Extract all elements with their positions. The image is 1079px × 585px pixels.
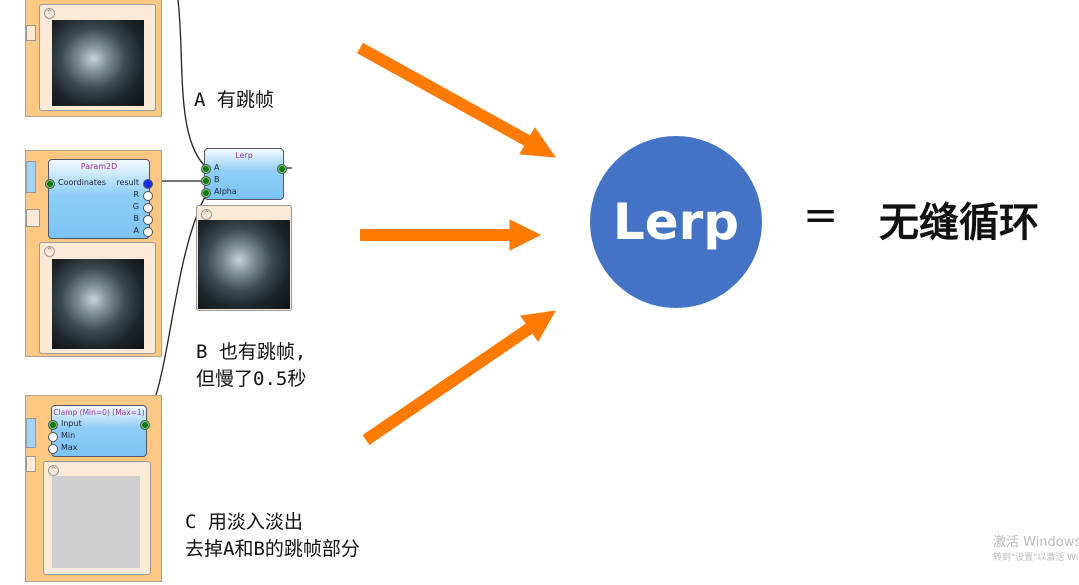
input-port[interactable] (201, 164, 211, 174)
cloud-texture-image (52, 20, 144, 106)
param2d-node[interactable]: Param2D Coordinates result R G B A (45, 159, 153, 239)
node-panel-param2d: Param2D Coordinates result R G B A ^ (25, 150, 162, 357)
input-port[interactable] (48, 444, 58, 454)
node-title: Lerp (235, 151, 253, 160)
preview-lerp: ^ (196, 205, 292, 311)
node-panel-top: ^ (25, 0, 162, 117)
node-title: Param2D (80, 162, 118, 171)
port-label: A (133, 226, 139, 235)
clamp-node[interactable]: Clamp (Min=0) (Max=1) Input Min Max (48, 405, 150, 457)
output-port[interactable] (143, 227, 153, 237)
port-label: A (214, 163, 220, 172)
port-label: Alpha (214, 187, 237, 196)
output-port[interactable] (143, 191, 153, 201)
lerp-circle: Lerp (590, 136, 762, 308)
annotation-c-line2: 去掉A和B的跳帧部分 (185, 538, 360, 560)
equals-sign: = (803, 190, 839, 239)
arrow-c-icon (362, 310, 556, 445)
input-port[interactable] (201, 188, 211, 198)
collapse-icon[interactable]: ^ (48, 465, 59, 476)
collapse-icon[interactable]: ^ (201, 209, 212, 220)
preview-param2d: ^ (39, 242, 156, 354)
port-label: Coordinates (58, 178, 107, 187)
node-title: Clamp (Min=0) (Max=1) (53, 408, 145, 417)
preview-top: ^ (39, 4, 156, 111)
port-label: B (133, 214, 140, 223)
arrow-b-icon (360, 219, 542, 251)
annotation-b-line2: 但慢了0.5秒 (196, 368, 307, 390)
port-label: G (132, 202, 139, 211)
input-port[interactable] (201, 176, 211, 186)
output-port[interactable] (143, 203, 153, 213)
gray-texture-image (52, 476, 140, 568)
output-port[interactable] (143, 215, 153, 225)
preview-clamp: ^ (43, 461, 151, 575)
input-port[interactable] (45, 179, 55, 189)
output-port[interactable] (277, 164, 287, 174)
output-port[interactable] (140, 420, 150, 430)
cloud-texture-image (52, 259, 144, 349)
port-label: Max (61, 443, 78, 452)
arrow-a-icon (357, 42, 557, 158)
input-port[interactable] (48, 420, 58, 430)
collapse-icon[interactable]: ^ (44, 246, 55, 257)
collapse-icon[interactable]: ^ (44, 8, 55, 19)
activation-watermark-title: 激活 Windows (993, 535, 1079, 550)
output-port[interactable] (143, 179, 153, 189)
annotation-a: A 有跳帧 (194, 89, 274, 111)
node-panel-clamp: Clamp (Min=0) (Max=1) Input Min Max ^ (25, 395, 162, 582)
port-label: result (116, 178, 139, 187)
lerp-node[interactable]: Lerp A B Alpha (201, 148, 287, 200)
activation-watermark-subtitle: 转到"设置"以激活 Windows (993, 553, 1079, 563)
cloud-texture-image (198, 220, 290, 309)
annotation-b-line1: B 也有跳帧, (196, 341, 307, 363)
port-label: Input (61, 419, 82, 428)
input-port[interactable] (48, 432, 58, 442)
port-label: B (214, 175, 220, 184)
lerp-circle-label: Lerp (612, 193, 740, 251)
port-label: Min (61, 431, 76, 440)
result-text: 无缝循环 (879, 200, 1039, 246)
annotation-c-line1: C 用淡入淡出 (185, 511, 303, 533)
port-label: R (133, 190, 139, 199)
